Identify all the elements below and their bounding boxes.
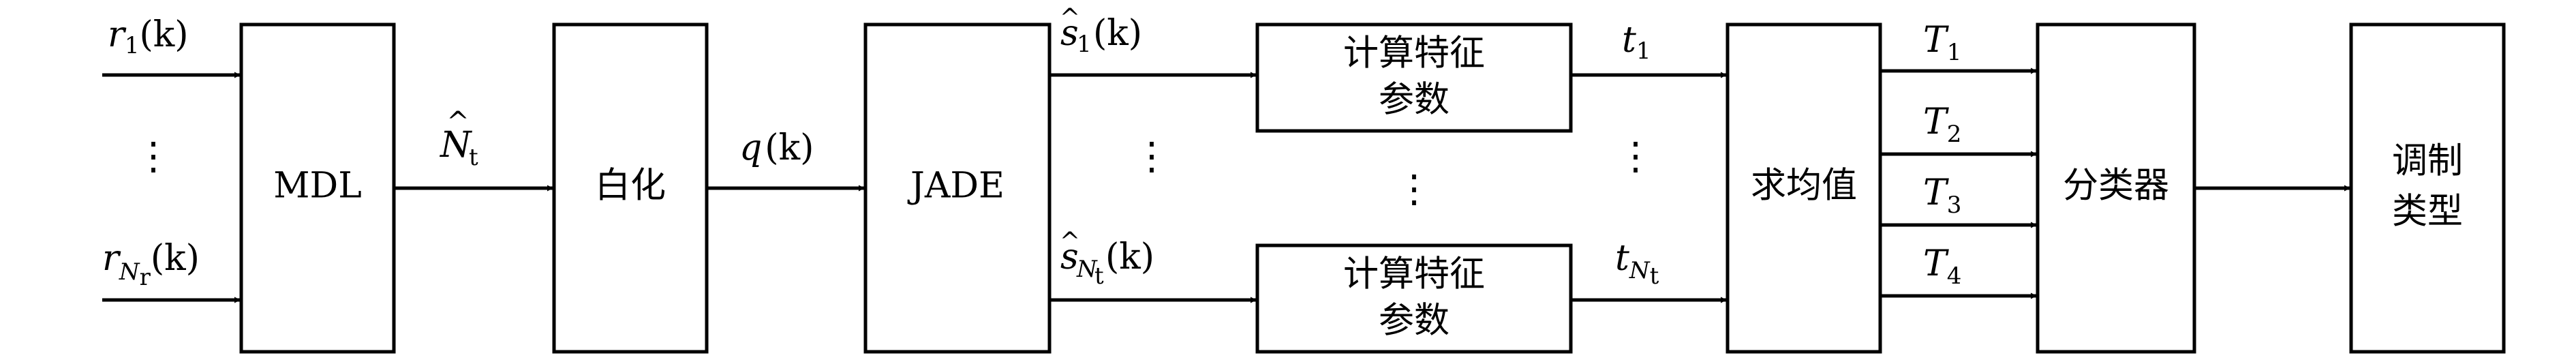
classifier-block [2036,22,2196,354]
label-T2: T2 [1923,102,1961,148]
average-block [1726,22,1882,354]
svg-text:(k): (k) [1093,13,1142,54]
modulation-type-block [2349,22,2506,354]
svg-text:s: s [1060,237,1079,277]
mdl-label: MDL [273,166,361,207]
label-Nt: N ^ t [439,106,478,171]
label-T4: T4 [1923,243,1961,290]
label-tN: tNt [1615,238,1659,290]
jade-block [863,22,1052,354]
svg-text:^: ^ [1060,228,1080,256]
label-r1: r1(k) [108,14,189,59]
jade-label: JADE [907,166,1005,207]
ellipsis-t: ⋮ [1616,134,1655,179]
svg-text:N: N [1076,256,1098,283]
ellipsis-inputs: ⋮ [134,134,172,179]
svg-text:t: t [469,144,478,171]
svg-text:t: t [1094,262,1104,290]
mdl-block [239,22,396,354]
label-t1: t1 [1622,20,1651,65]
label-T1: T1 [1923,20,1961,66]
classifier-label: 分类器 [2063,166,2169,207]
svg-text:^: ^ [1060,4,1080,32]
feature-bottom-line2: 参数 [1379,301,1450,342]
feature-bottom-line1: 计算特征 [1343,254,1485,295]
average-label: 求均值 [1751,166,1857,207]
svg-text:(k): (k) [1105,237,1154,277]
label-rN: rNr(k) [102,238,200,291]
ellipsis-feature-blocks: ⋮ [1395,167,1433,211]
svg-text:s: s [1060,13,1079,54]
feature-block-bottom [1255,243,1573,354]
label-T3: T3 [1923,172,1961,219]
ellipsis-jade-outputs: ⋮ [1133,134,1171,179]
feature-block-top [1255,22,1573,133]
whitening-label: 白化 [595,166,666,207]
svg-text:1: 1 [1077,31,1092,58]
svg-text:^: ^ [446,106,470,138]
label-s1: s ^ 1 (k) [1060,4,1142,58]
whitening-block [552,22,709,354]
feature-top-line1: 计算特征 [1343,33,1485,74]
label-q: q(k) [739,127,814,168]
modulation-type-line2: 类型 [2392,192,2463,232]
modulation-type-line1: 调制 [2392,141,2463,182]
feature-top-line2: 参数 [1379,80,1450,121]
svg-text:N: N [439,125,472,166]
label-sN: s ^ N t (k) [1060,228,1154,290]
